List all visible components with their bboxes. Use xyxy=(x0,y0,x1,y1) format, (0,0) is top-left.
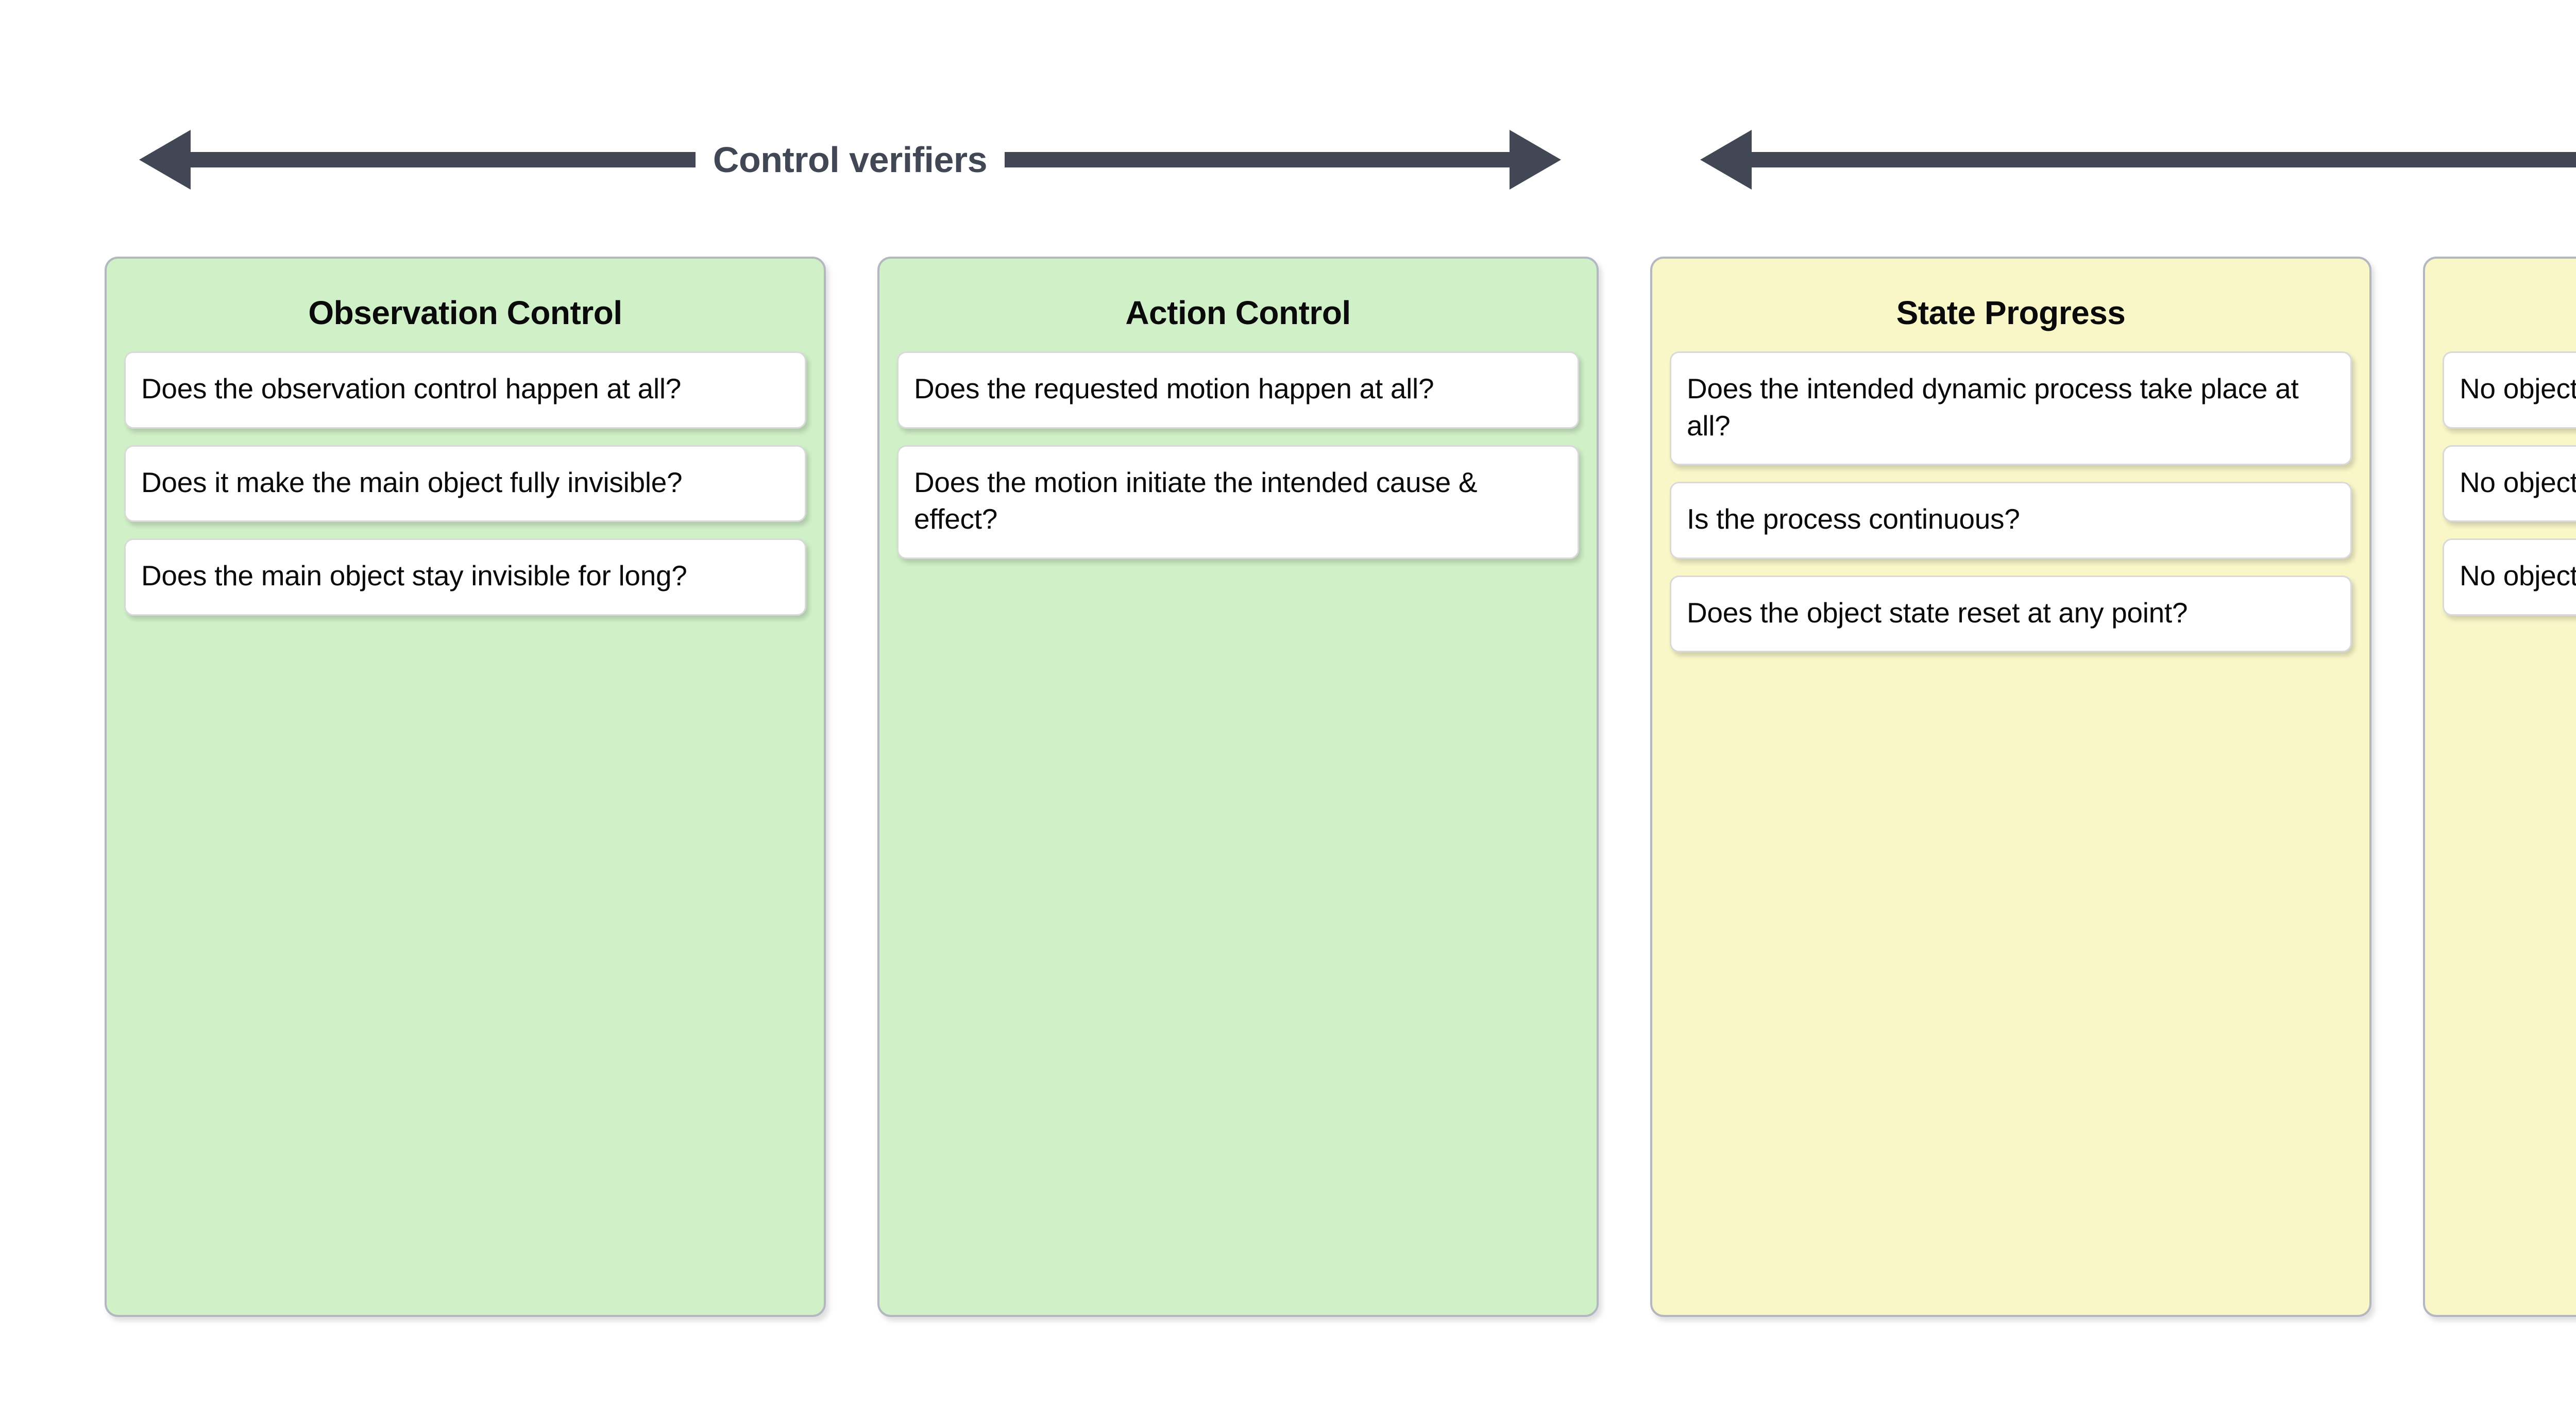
panel-state-progress: State Progress Does the intended dynamic… xyxy=(1650,257,2371,1317)
arrow-line-left xyxy=(1752,152,2576,167)
verifier-card[interactable]: Does the intended dynamic process take p… xyxy=(1670,351,2352,466)
panel-physical-plausibility: Physical Plausibility No object deform o… xyxy=(2423,257,2576,1317)
panel-observation-control: Observation Control Does the observation… xyxy=(105,257,826,1317)
group-label-control-verifiers: Control verifiers xyxy=(713,140,988,180)
verifier-card[interactable]: Does the motion initiate the intended ca… xyxy=(897,445,1579,559)
verifier-card[interactable]: No object floats without support or atta… xyxy=(2443,538,2576,616)
panel-title: Observation Control xyxy=(308,294,622,331)
panel-title: State Progress xyxy=(1896,294,2126,331)
card-list: Does the observation control happen at a… xyxy=(124,351,806,616)
card-list: Does the requested motion happen at all?… xyxy=(897,351,1579,559)
verifier-panels-row: Observation Control Does the observation… xyxy=(105,257,2576,1317)
arrow-left-icon xyxy=(139,130,191,190)
group-header-evolution-verifiers: Evolution verifiers xyxy=(1700,108,2576,211)
arrow-line-right xyxy=(1005,152,1510,167)
verifier-card[interactable]: No object moves without physical cause? xyxy=(2443,445,2576,522)
verifier-card[interactable]: Does the observation control happen at a… xyxy=(124,351,806,429)
panel-title: Physical Plausibility xyxy=(2443,295,2576,331)
verifier-card[interactable]: Does the requested motion happen at all? xyxy=(897,351,1579,429)
card-list: Does the intended dynamic process take p… xyxy=(1670,351,2352,653)
verifier-card[interactable]: No object deform or merge into each othe… xyxy=(2443,351,2576,429)
arrow-right-icon xyxy=(1510,130,1562,190)
panel-title: Action Control xyxy=(1125,294,1351,331)
arrow-left-icon xyxy=(1700,130,1752,190)
arrow-line-left xyxy=(191,152,696,167)
verifier-card[interactable]: Does the object state reset at any point… xyxy=(1670,575,2352,653)
verifier-card[interactable]: Is the process continuous? xyxy=(1670,482,2352,559)
panel-action-control: Action Control Does the requested motion… xyxy=(877,257,1599,1317)
verifier-card[interactable]: Does it make the main object fully invis… xyxy=(124,445,806,522)
group-header-control-verifiers: Control verifiers xyxy=(139,108,1562,211)
card-list: No object deform or merge into each othe… xyxy=(2443,351,2576,616)
verifier-card[interactable]: Does the main object stay invisible for … xyxy=(124,538,806,616)
